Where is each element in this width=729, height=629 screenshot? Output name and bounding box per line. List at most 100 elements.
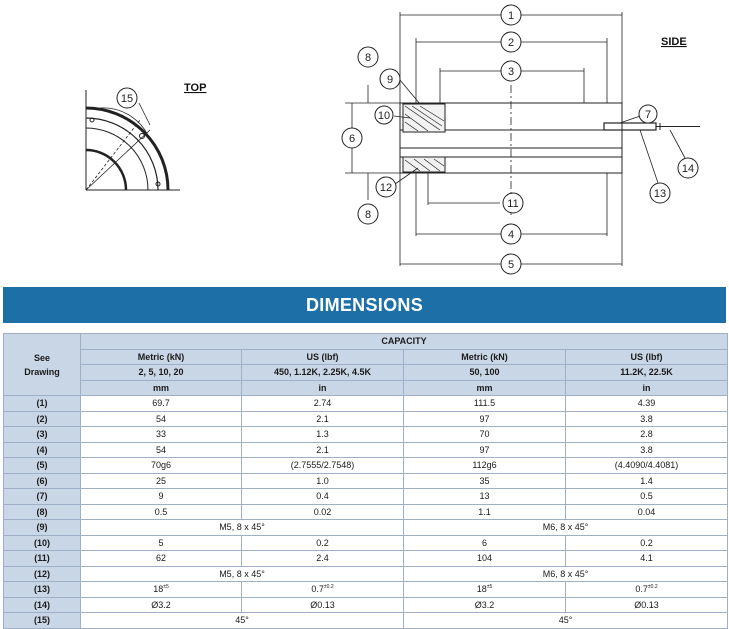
table-cell-span: M5, 8 x 45°	[80, 565, 404, 582]
table-cell: 2.74	[241, 395, 404, 412]
top-view	[85, 90, 180, 191]
cell-value: 0.7	[635, 584, 648, 595]
col-system-0: Metric (kN)	[80, 348, 242, 365]
svg-text:4: 4	[508, 229, 514, 241]
table-cell: Ø3.2	[403, 596, 566, 613]
col-unit-1: in	[241, 379, 404, 396]
svg-text:13: 13	[654, 188, 666, 200]
table-cell: 0.2	[241, 534, 404, 551]
table-cell: 35	[403, 472, 566, 489]
svg-text:15: 15	[121, 93, 133, 105]
row-label: (8)	[3, 503, 81, 520]
table-cell: 4.1	[564, 550, 729, 567]
col-unit-0: mm	[80, 379, 242, 396]
svg-text:10: 10	[378, 110, 390, 122]
table-cell: 62	[80, 550, 242, 567]
table-row: (12) M5, 8 x 45° M6, 8 x 45°	[3, 565, 729, 582]
svg-text:14: 14	[682, 163, 694, 175]
row-label: (2)	[3, 410, 81, 427]
table-cell: 1.4	[564, 472, 729, 489]
table-cell: (2.7555/2.7548)	[241, 457, 404, 474]
table-header: See Drawing CAPACITY Metric (kN) US (lbf…	[3, 333, 729, 396]
table-cell: 3.8	[564, 441, 729, 458]
callout-11: 11	[502, 192, 524, 214]
dimension-lines	[345, 12, 623, 266]
table-cell: 3.8	[564, 410, 729, 427]
table-cell: 0.04	[564, 503, 729, 520]
table-cell: 0.7±0.2	[241, 581, 404, 598]
callout-7: 7	[638, 104, 658, 124]
dimensions-table: See Drawing CAPACITY Metric (kN) US (lbf…	[3, 333, 729, 629]
svg-text:9: 9	[387, 74, 393, 86]
row-label: (15)	[3, 612, 81, 629]
table-row: (13) 18±5 0.7±0.2 18±5 0.7±0.2	[3, 581, 729, 598]
col-capacities-1: 450, 1.12K, 2.25K, 4.5K	[241, 364, 404, 381]
col-capacities-3: 11.2K, 22.5K	[564, 364, 729, 381]
table-cell: Ø0.13	[564, 596, 729, 613]
top-view-label: TOP	[184, 82, 206, 94]
banner-title: DIMENSIONS	[305, 294, 423, 315]
cell-value: 0.7	[311, 584, 324, 595]
svg-text:8: 8	[365, 52, 371, 64]
tolerance: ±0.2	[323, 584, 334, 591]
col-system-1: US (lbf)	[241, 348, 404, 365]
row-label: (6)	[3, 472, 81, 489]
svg-text:3: 3	[508, 66, 514, 78]
table-cell: 25	[80, 472, 242, 489]
callout-14: 14	[677, 157, 699, 179]
svg-text:11: 11	[507, 198, 518, 210]
table-cell: 0.7±0.2	[564, 581, 729, 598]
callout-15: 15	[116, 87, 138, 109]
table-cell: 97	[403, 410, 566, 427]
table-cell: 97	[403, 441, 566, 458]
table-cell: 18±5	[403, 581, 566, 598]
table-row: (5) 70g6 (2.7555/2.7548) 112g6 (4.4090/4…	[3, 457, 729, 474]
table-cell: Ø0.13	[241, 596, 404, 613]
row-label: (1)	[3, 395, 81, 412]
table-cell-span: M5, 8 x 45°	[80, 519, 404, 536]
col-system-2: Metric (kN)	[403, 348, 566, 365]
table-cell: 2.1	[241, 410, 404, 427]
table-cell: 2.8	[564, 426, 729, 443]
technical-drawing: TOP SIDE	[0, 0, 729, 282]
table-cell: 70g6	[80, 457, 242, 474]
row-label: (7)	[3, 488, 81, 505]
table-cell-span: M6, 8 x 45°	[402, 565, 729, 582]
table-cell: 112g6	[403, 457, 566, 474]
table-row: (8) 0.5 0.02 1.1 0.04	[3, 503, 729, 520]
table-cell: 0.5	[564, 488, 729, 505]
side-view-label: SIDE	[661, 36, 687, 48]
table-row: (2) 54 2.1 97 3.8	[3, 410, 729, 427]
table-row: (9) M5, 8 x 45° M6, 8 x 45°	[3, 519, 729, 536]
svg-text:7: 7	[645, 109, 651, 121]
table-cell-span: M6, 8 x 45°	[402, 519, 729, 536]
table-row: (10) 5 0.2 6 0.2	[3, 534, 729, 551]
table-cell: 5	[80, 534, 242, 551]
callout-4: 4	[500, 223, 522, 245]
row-label: (4)	[3, 441, 81, 458]
table-cell: 54	[80, 441, 242, 458]
table-cell: 70	[403, 426, 566, 443]
row-label: (13)	[3, 581, 81, 598]
svg-text:2: 2	[508, 37, 514, 49]
see-drawing-header: See Drawing	[3, 333, 81, 396]
table-row: (14) Ø3.2 Ø0.13 Ø3.2 Ø0.13	[3, 596, 729, 613]
callout-8-bottom: 8	[357, 203, 379, 225]
col-capacities-2: 50, 100	[403, 364, 566, 381]
callout-9: 9	[379, 68, 401, 90]
table-cell: 1.0	[241, 472, 404, 489]
table-cell: 13	[403, 488, 566, 505]
table-cell: 54	[80, 410, 242, 427]
table-row: (11) 62 2.4 104 4.1	[3, 550, 729, 567]
table-cell: 2.4	[241, 550, 404, 567]
table-cell: 0.5	[80, 503, 242, 520]
table-cell: 6	[403, 534, 566, 551]
col-unit-3: in	[564, 379, 729, 396]
callout-2: 2	[500, 31, 522, 53]
col-system-3: US (lbf)	[564, 348, 729, 365]
table-cell: 9	[80, 488, 242, 505]
table-cell: Ø3.2	[80, 596, 242, 613]
svg-text:12: 12	[380, 182, 392, 194]
table-cell: 4.39	[564, 395, 729, 412]
col-unit-2: mm	[403, 379, 566, 396]
